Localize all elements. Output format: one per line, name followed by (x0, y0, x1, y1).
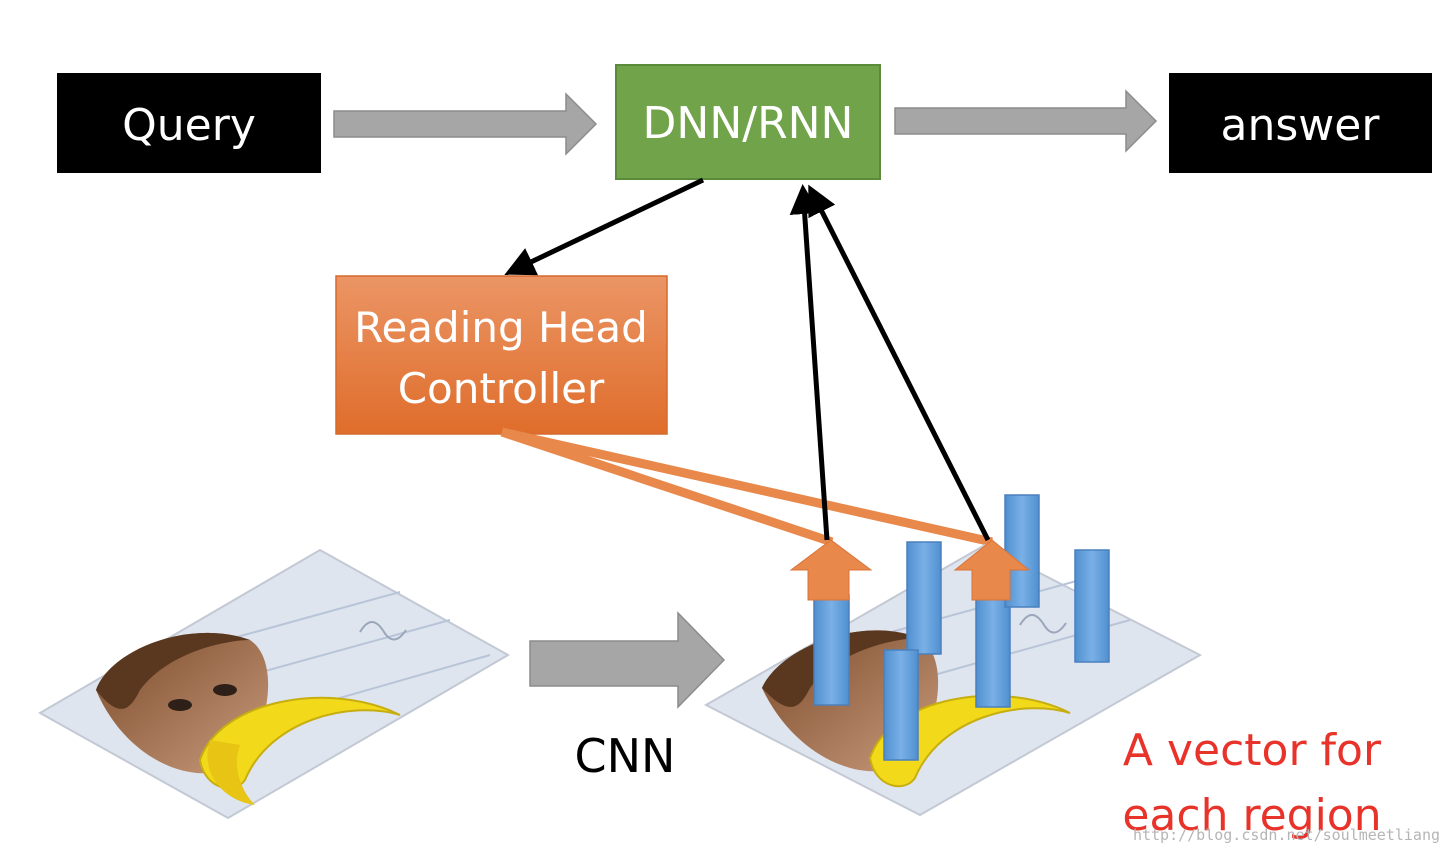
feature-vectors (813, 494, 1110, 761)
feature-bar-4 (975, 596, 1011, 708)
cnn-label: CNN (575, 729, 676, 783)
feature-bar-6 (1074, 549, 1110, 663)
reading-head-label-line2: Controller (398, 364, 605, 413)
reading-head-node: Reading Head Controller (335, 275, 668, 435)
query-node: Query (57, 73, 321, 173)
arrow-vector-2-to-dnn (808, 184, 991, 542)
selection-arrow-1 (789, 539, 873, 601)
orange-line-to-vector-1 (500, 427, 834, 547)
arrow-query-to-dnn (333, 92, 598, 156)
feature-bar-2 (906, 541, 942, 655)
input-image (37, 548, 511, 820)
feature-bar-3 (883, 649, 919, 761)
vector-caption-line2: each region (1122, 790, 1381, 841)
watermark: http://blog.csdn.net/soulmeetliang (1133, 826, 1440, 844)
orange-line-to-vector-2 (501, 427, 993, 547)
arrow-dnn-to-answer (894, 89, 1158, 153)
dnn-rnn-node: DNN/RNN (615, 64, 881, 180)
feature-bar-1 (813, 594, 850, 706)
vector-caption-line1: A vector for (1123, 725, 1382, 776)
arrow-vector-1-to-dnn (789, 184, 830, 541)
query-label: Query (122, 100, 256, 151)
arrow-cnn (529, 611, 726, 709)
reading-head-label-line1: Reading Head (354, 303, 648, 352)
feature-bar-5 (1004, 494, 1040, 608)
answer-node: answer (1169, 73, 1432, 173)
selection-arrow-2 (953, 539, 1031, 601)
arrow-dnn-to-reading-head (504, 177, 705, 276)
dnn-rnn-label: DNN/RNN (643, 98, 854, 149)
answer-label: answer (1221, 100, 1381, 151)
